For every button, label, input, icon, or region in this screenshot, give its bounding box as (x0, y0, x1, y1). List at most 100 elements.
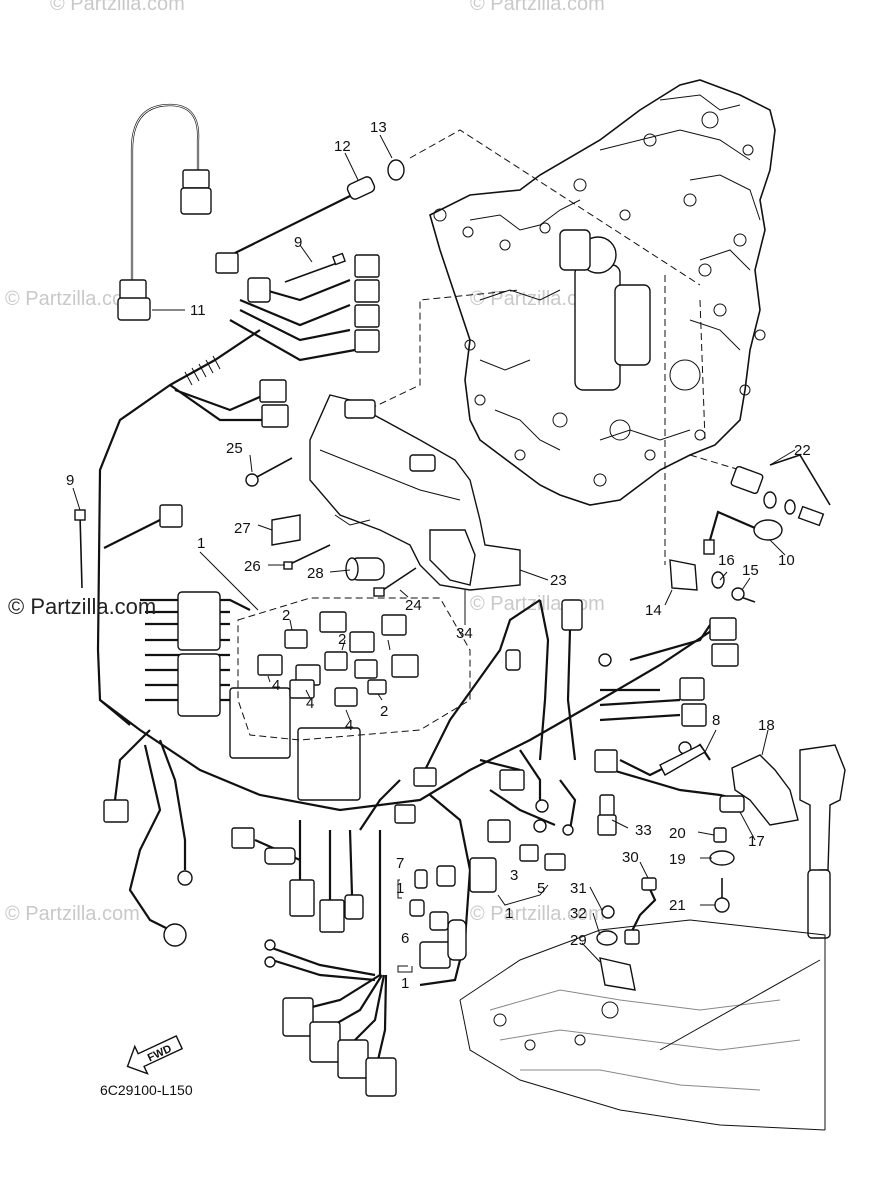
callout-1b: 1 (396, 880, 404, 897)
callout-30: 30 (622, 849, 639, 866)
starter-motor (574, 264, 621, 391)
small-parts (74, 457, 417, 597)
callout-16: 16 (718, 552, 735, 569)
callout-31: 31 (570, 880, 587, 897)
watermark-main: © Partzilla.com (8, 594, 156, 619)
washer-16 (711, 571, 725, 589)
callout-2b: 2 (338, 631, 346, 648)
callout-26: 26 (244, 558, 261, 575)
callout-23: 23 (550, 572, 567, 589)
bracket-18 (731, 754, 799, 826)
plate-14 (669, 559, 698, 591)
watermark-top-left: © Partzilla.com (50, 0, 185, 15)
callout-4c: 4 (345, 717, 353, 734)
connector-top-mid (561, 599, 583, 631)
callout-25: 25 (226, 440, 243, 457)
fwd-arrow: FWD (126, 1035, 184, 1075)
sensor-round (163, 923, 187, 947)
callout-29: 29 (570, 932, 587, 949)
ecu-box-b (177, 653, 221, 717)
watermark-left-upper: © Partzilla.com (5, 288, 140, 310)
callout-32: 32 (570, 905, 587, 922)
callout-2a: 2 (282, 607, 290, 624)
callout-33: 33 (635, 822, 652, 839)
callout-18: 18 (758, 717, 775, 734)
callout-9-lower: 9 (66, 472, 74, 489)
connector-top-a (180, 187, 212, 215)
callout-1c: 1 (401, 975, 409, 992)
bolt-31 (601, 905, 615, 919)
bracket-34 (429, 529, 476, 586)
callout-12: 12 (334, 138, 351, 155)
callout-1d: 1 (505, 905, 513, 922)
callout-7: 7 (396, 855, 404, 872)
callouts: 13 12 9 11 25 9 27 1 26 28 24 23 34 14 1… (66, 119, 811, 992)
callout-20: 20 (669, 825, 686, 842)
lower-small-parts (397, 844, 566, 973)
callout-34: 34 (456, 625, 473, 642)
callout-15: 15 (742, 562, 759, 579)
watermark-center-lower: © Partzilla.com (470, 903, 605, 925)
part-33 (599, 794, 615, 818)
bolt-15 (731, 587, 745, 601)
callout-4b: 4 (306, 695, 314, 712)
ecu-box-c (229, 687, 291, 759)
grommet-12 (346, 176, 376, 200)
callout-3: 3 (510, 867, 518, 884)
callout-21: 21 (669, 897, 686, 914)
callout-28: 28 (307, 565, 324, 582)
engine-block (429, 79, 776, 506)
o-ring-13 (387, 159, 405, 181)
upper-connectors (247, 254, 380, 428)
callout-22: 22 (794, 442, 811, 459)
relay-group-outline (237, 597, 471, 741)
watermark-top-right: © Partzilla.com (470, 0, 605, 15)
callout-2c: 2 (380, 703, 388, 720)
callout-leaders (72, 134, 796, 963)
callout-24: 24 (405, 597, 422, 614)
callout-1a: 1 (197, 535, 205, 552)
connector-12-end (215, 252, 239, 274)
clip-27 (271, 514, 301, 546)
watermark-group: © Partzilla.com © Partzilla.com © Partzi… (5, 0, 605, 925)
callout-5: 5 (537, 880, 545, 897)
right-lower-parts (594, 743, 846, 939)
tie-26 (283, 561, 293, 570)
grommet-32 (596, 930, 618, 946)
callout-11: 11 (190, 302, 206, 319)
relays (257, 611, 419, 707)
callout-19: 19 (669, 851, 686, 868)
watermark-left-lower: © Partzilla.com (5, 903, 140, 925)
callout-27: 27 (234, 520, 251, 537)
connector-11 (117, 297, 151, 321)
callout-13: 13 (370, 119, 387, 136)
right-sensors (669, 454, 831, 603)
callout-17: 17 (748, 833, 765, 850)
grommet-19 (709, 850, 735, 866)
bracket-29 (599, 957, 636, 991)
ecu-box-d (297, 727, 361, 801)
main-harness (99, 591, 739, 1097)
bolt-25 (245, 473, 259, 487)
fwd-label: FWD (146, 1043, 174, 1064)
switch-17 (719, 795, 745, 813)
tie-24 (373, 587, 385, 597)
callout-6: 6 (401, 930, 409, 947)
bottom-case (459, 877, 826, 1131)
cover-23 (309, 394, 521, 591)
part-30 (641, 877, 657, 891)
boot-10 (753, 519, 783, 541)
callout-9-upper: 9 (294, 234, 302, 251)
tie-9-lower (74, 509, 86, 521)
callout-4a: 4 (272, 677, 280, 694)
upper-harness (96, 103, 405, 726)
collar-20 (713, 827, 727, 843)
diagram-code: 6C29100-L150 (100, 1082, 193, 1098)
leader-lines (339, 129, 741, 565)
callout-8: 8 (712, 712, 720, 729)
ecu-box-a (177, 591, 221, 651)
callout-10: 10 (778, 552, 795, 569)
bolt-22 (797, 505, 825, 527)
watermark-center-mid: © Partzilla.com (470, 593, 605, 615)
